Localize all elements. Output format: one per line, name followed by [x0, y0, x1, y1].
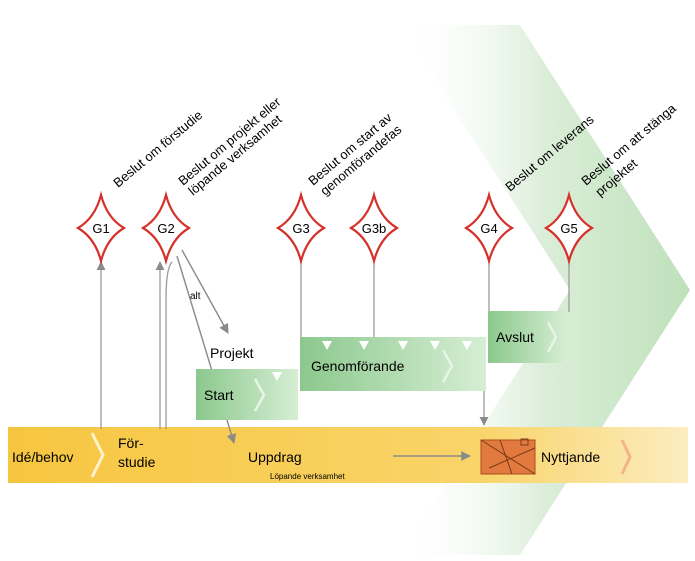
- g5-gate-label: G5: [560, 221, 577, 236]
- g3b-gate-label: G3b: [362, 221, 387, 236]
- g5-gate: G5: [543, 190, 595, 266]
- nyttjande-label: Nyttjande: [541, 449, 600, 465]
- g2-decision-text-line1: Beslut om projekt eller: [175, 94, 284, 189]
- g5-gate-diamond: [543, 190, 595, 266]
- start-marker: [272, 372, 282, 381]
- g3-gate: G3: [275, 190, 327, 266]
- alt-label: alt: [190, 291, 201, 302]
- genomforande-chevron: [441, 349, 454, 383]
- alt-arrow-projekt: [181, 249, 229, 334]
- g2-gate: G2: [140, 190, 192, 266]
- g3-gate-diamond: [275, 190, 327, 266]
- g4-gate: G4: [463, 190, 515, 266]
- lopande-label: Löpande verksamhet: [270, 472, 345, 481]
- avslut-label: Avslut: [496, 329, 534, 345]
- g1-gate-diamond: [75, 190, 127, 266]
- start-box: [196, 369, 298, 420]
- start-chevron: [253, 378, 266, 412]
- genomforande-label: Genomförande: [311, 358, 405, 374]
- g2-gate-label: G2: [157, 221, 174, 236]
- band-chevron: [90, 432, 105, 478]
- forstudie-label-line2: studie: [118, 454, 156, 470]
- g4-gate-diamond: [463, 190, 515, 266]
- g1-gate: G1: [75, 190, 127, 266]
- projekt-label: Projekt: [210, 345, 254, 361]
- nyttjande-icon: [480, 438, 536, 475]
- genomforande-markers: [322, 341, 472, 350]
- genomforande-box: [300, 337, 486, 391]
- gate-group: G1 G2 G3 G3b G4 G5: [75, 190, 595, 266]
- operations-band: [8, 427, 688, 483]
- forstudie-label-line1: För-: [118, 435, 144, 451]
- band-chevron: [620, 439, 632, 475]
- ide-behov-label: Idé/behov: [12, 449, 74, 465]
- avslut-box: [488, 311, 567, 363]
- start-label: Start: [204, 387, 234, 403]
- g2-gate-diamond: [140, 190, 192, 266]
- uppdrag-label: Uppdrag: [248, 449, 302, 465]
- g3b-gate-diamond: [348, 190, 400, 266]
- g3-gate-label: G3: [292, 221, 309, 236]
- avslut-chevron: [546, 321, 558, 353]
- g1-gate-label: G1: [92, 221, 109, 236]
- g4-gate-label: G4: [480, 221, 497, 236]
- g3b-gate: G3b: [348, 190, 400, 266]
- g2-line-curve: [165, 261, 173, 429]
